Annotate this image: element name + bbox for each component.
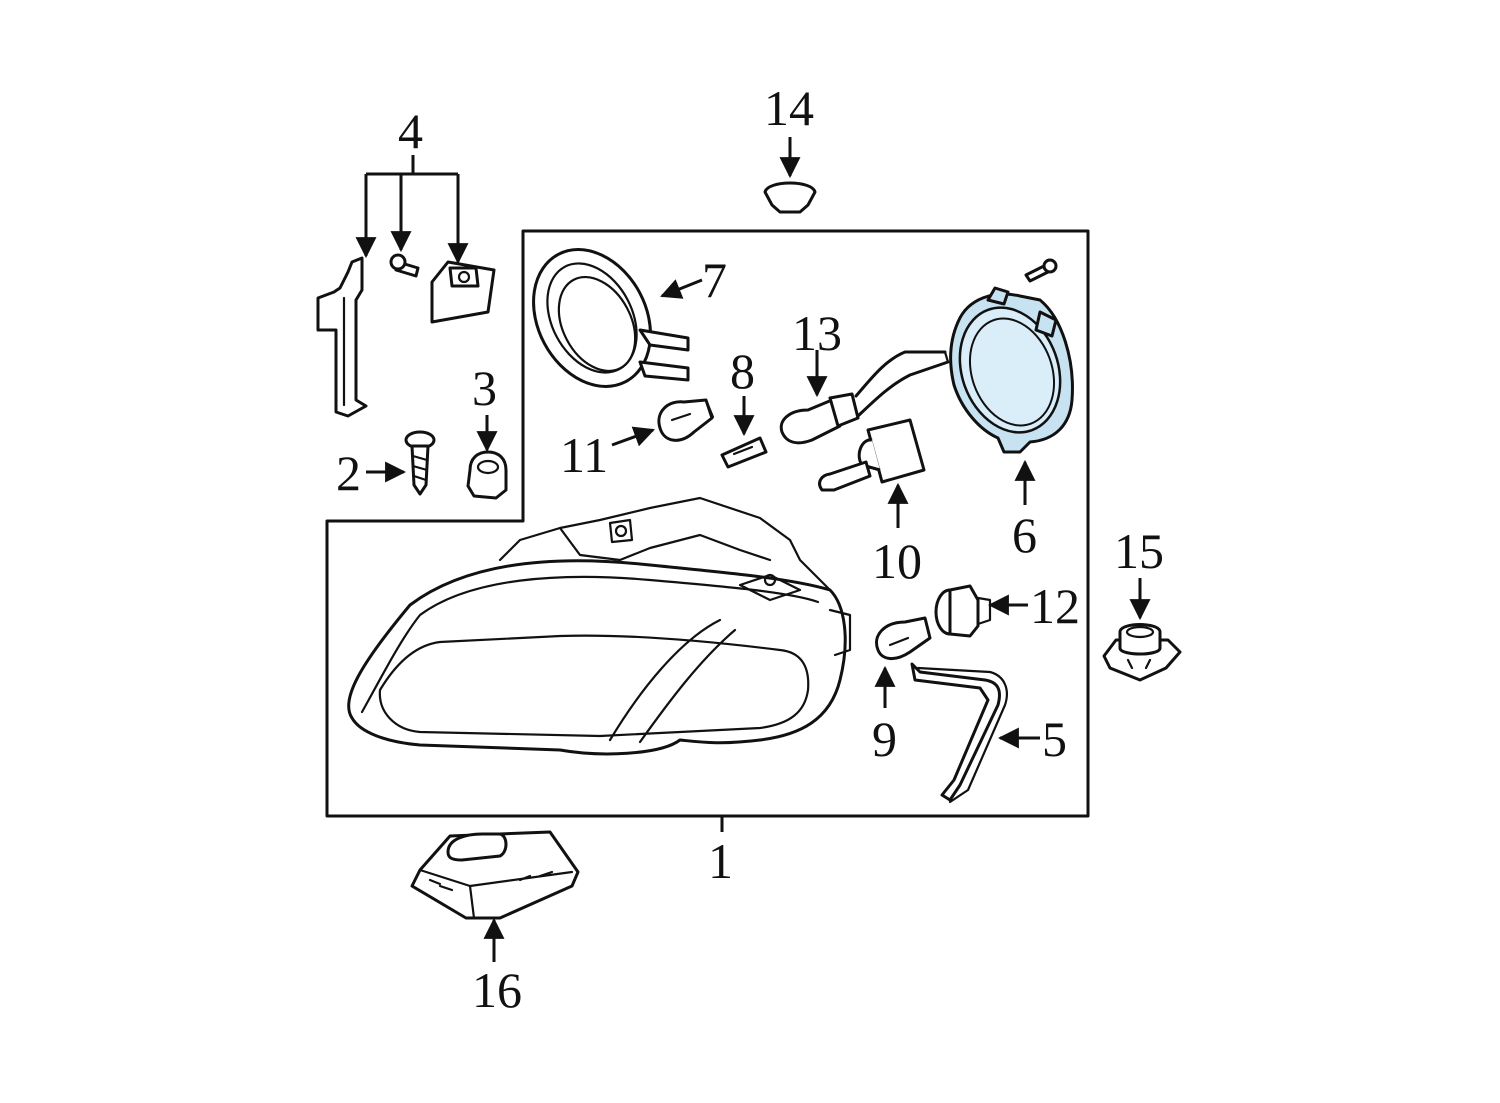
label-1: 1 bbox=[708, 833, 733, 889]
bracket-right[interactable] bbox=[430, 260, 496, 324]
bulb-11[interactable] bbox=[657, 398, 715, 442]
projector-ring[interactable] bbox=[511, 229, 690, 407]
label-10: 10 bbox=[872, 533, 922, 589]
label-8: 8 bbox=[730, 343, 755, 399]
nut-3[interactable] bbox=[466, 450, 508, 500]
bulb-socket-13[interactable] bbox=[779, 350, 950, 445]
label-7: 7 bbox=[702, 252, 727, 308]
socket-12[interactable] bbox=[934, 584, 992, 638]
label-3: 3 bbox=[472, 360, 497, 416]
arrow-11 bbox=[611, 426, 655, 447]
arrow-4-group bbox=[355, 155, 469, 265]
arrow-7 bbox=[660, 278, 703, 299]
bulb-9[interactable] bbox=[875, 616, 932, 660]
ballast-16[interactable] bbox=[410, 830, 580, 920]
label-13: 13 bbox=[792, 305, 842, 361]
label-16: 16 bbox=[472, 962, 522, 1018]
screw-2[interactable] bbox=[404, 430, 436, 496]
seal-strip[interactable] bbox=[910, 662, 1008, 804]
mount-15[interactable] bbox=[1102, 623, 1182, 682]
label-6: 6 bbox=[1012, 507, 1037, 563]
label-12: 12 bbox=[1030, 578, 1080, 634]
label-11: 11 bbox=[560, 427, 608, 483]
plug-14[interactable] bbox=[763, 181, 817, 214]
label-2: 2 bbox=[336, 445, 361, 501]
label-14: 14 bbox=[764, 80, 814, 136]
screw-6[interactable] bbox=[1024, 258, 1058, 283]
headlamp-assembly[interactable] bbox=[347, 496, 852, 756]
retaining-ring-highlighted[interactable] bbox=[943, 286, 1077, 454]
assembly-boundary bbox=[325, 229, 1090, 818]
label-4: 4 bbox=[398, 103, 423, 159]
label-5: 5 bbox=[1042, 711, 1067, 767]
bracket-left[interactable] bbox=[316, 256, 368, 418]
label-9: 9 bbox=[872, 711, 897, 767]
bulb-8[interactable] bbox=[720, 436, 768, 469]
label-15: 15 bbox=[1114, 523, 1164, 579]
hid-bulb[interactable] bbox=[818, 418, 926, 492]
bolt-4[interactable] bbox=[389, 253, 420, 278]
